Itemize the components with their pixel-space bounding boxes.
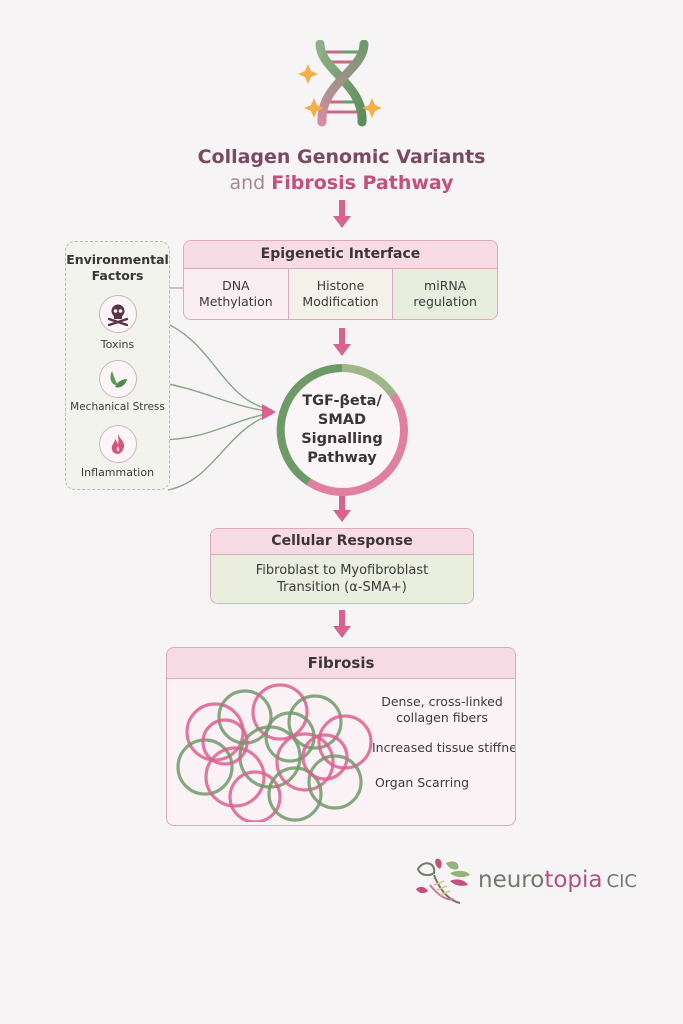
connector-line [157,412,273,441]
item-line: regulation [413,294,477,309]
flame-icon [99,425,137,463]
down-arrow-icon [333,200,351,228]
logo-suffix: CIC [606,871,637,892]
item-line: DNA [222,278,250,293]
item-line: miRNA [424,278,467,293]
factor-label: Toxins [100,338,135,351]
title-line: Factors [91,268,144,283]
pathway-line: Signalling [301,431,383,447]
title-line-2: and Fibrosis Pathway [0,172,683,194]
logo-part: neuro [478,867,545,893]
outcome-stiffness: Increased tissue stiffness [372,740,516,755]
collagen-fiber-ring [251,683,309,741]
title-highlight: Fibrosis Pathway [271,172,454,194]
leaf-icon [99,360,137,398]
outcome-line: Dense, cross-linked [381,694,503,709]
title-line: Environmental [66,252,169,267]
outcome-scarring: Organ Scarring [375,775,470,790]
collagen-fiber-ring [204,746,266,808]
neurotopia-logo-icon [416,858,470,904]
factor-label: Mechanical Stress [70,401,165,413]
fibrosis-title: Fibrosis [167,648,515,679]
dna-icon [298,40,382,127]
down-arrow-icon [333,494,351,522]
desc-line: Fibroblast to Myofibroblast [255,563,429,578]
connector-line [157,319,273,411]
item-line: Modification [302,294,379,309]
collagen-fiber-ring [185,702,245,762]
collagen-fiber-ring [275,732,335,792]
connector-line [167,413,273,491]
down-arrow-icon [333,328,351,356]
item-line: Methylation [198,294,273,309]
outcome-line: collagen fibers [396,710,488,725]
collagen-fiber-ring [301,733,349,781]
factor-label: Inflammation [80,466,155,479]
cellular-response-box: Cellular Response Fibroblast to Myofibro… [210,528,474,604]
pathway-line: SMAD [317,412,367,428]
tgf-pathway-label: TGF-βeta/ SMAD Signalling Pathway [272,392,412,468]
down-arrow-icon [333,610,351,638]
skull-crossbones-icon [99,295,137,333]
pathway-line: TGF-βeta/ [302,393,382,409]
pathway-line: Pathway [307,450,377,466]
desc-line: Transition (α-SMA+) [277,580,407,595]
tgf-pathway-circle [276,364,408,497]
collagen-fiber-ring [307,754,363,810]
title-line-1: Collagen Genomic Variants [197,146,486,168]
collagen-fiber-ring [201,718,249,766]
item-line: Histone [316,278,365,293]
collagen-fiber-ring [267,766,323,822]
epigenetic-title: Epigenetic Interface [184,241,497,269]
connector-line [157,381,273,413]
collagen-fiber-ring [287,694,343,750]
title-prefix: and [229,172,266,194]
cellular-title: Cellular Response [211,529,473,555]
logo-part: topia [544,867,603,893]
collagen-fiber-ring [228,770,282,822]
collagen-fiber-ring [176,738,234,796]
collagen-fibers-illustration [176,683,373,822]
